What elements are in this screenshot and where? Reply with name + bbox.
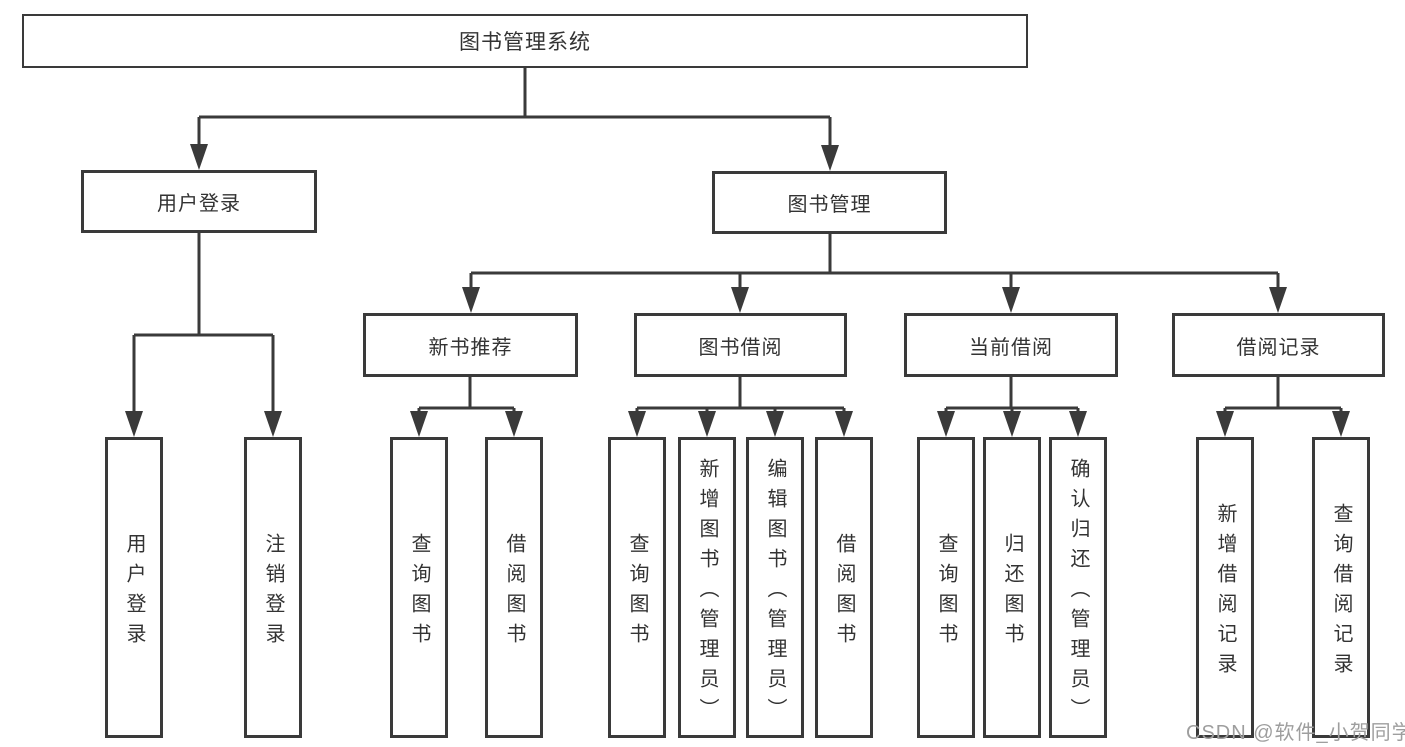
arrowhead [1269, 287, 1287, 313]
connector-borrow-records [1223, 377, 1343, 413]
node-label: 用户登录 [157, 193, 241, 215]
leaf-logout: 注销登录 [244, 437, 302, 738]
arrowhead [766, 411, 784, 437]
leaf-label: 归还图书 [1001, 532, 1023, 653]
leaf-label: 注销登录 [262, 532, 284, 653]
connector-root [197, 68, 832, 146]
arrowhead [264, 411, 282, 437]
leaf-nb-query-books: 查询图书 [390, 437, 448, 738]
node-borrow-records: 借阅记录 [1172, 313, 1385, 377]
arrowhead [628, 411, 646, 437]
arrowhead [937, 411, 955, 437]
arrowhead [1216, 411, 1234, 437]
arrowhead [190, 144, 208, 170]
leaf-label: 借阅图书 [833, 532, 855, 653]
node-label: 当前借阅 [969, 336, 1053, 359]
arrowheads [125, 144, 1350, 437]
connector-current-borrow [944, 377, 1080, 413]
node-label: 图书借阅 [698, 336, 783, 359]
leaf-label: 新增借阅记录 [1214, 502, 1236, 683]
arrowhead [821, 145, 839, 171]
arrowhead [731, 287, 749, 313]
arrowhead [835, 411, 853, 437]
leaf-label: 用户登录 [123, 532, 145, 653]
leaf-label: 确认归还（管理员） [1067, 457, 1089, 728]
node-user-login: 用户登录 [81, 170, 317, 233]
node-label: 新书推荐 [428, 336, 513, 359]
arrowhead [698, 411, 716, 437]
leaf-br-add-record: 新增借阅记录 [1196, 437, 1254, 738]
node-book-mgmt: 图书管理 [712, 171, 947, 234]
node-label: 图书管理系统 [459, 31, 591, 54]
leaf-user-login: 用户登录 [105, 437, 163, 738]
leaf-nb-borrow-books: 借阅图书 [485, 437, 543, 738]
connector-book-mgmt [469, 234, 1280, 289]
connector-book-borrow [635, 377, 846, 413]
leaf-label: 编辑图书（管理员） [764, 457, 786, 728]
leaf-cb-confirm-return-admin: 确认归还（管理员） [1049, 437, 1107, 738]
arrowhead [125, 411, 143, 437]
arrowhead [1332, 411, 1350, 437]
leaf-label: 查询借阅记录 [1330, 502, 1352, 683]
node-library-system: 图书管理系统 [22, 14, 1028, 68]
node-label: 图书管理 [787, 194, 872, 216]
leaf-label: 查询图书 [626, 532, 648, 653]
node-current-borrow: 当前借阅 [904, 313, 1118, 377]
arrowhead [410, 411, 428, 437]
leaf-bb-edit-books-admin: 编辑图书（管理员） [746, 437, 804, 738]
arrowhead [462, 287, 480, 313]
arrowhead [1003, 411, 1021, 437]
leaf-bb-query-books: 查询图书 [608, 437, 666, 738]
leaf-br-query-record: 查询借阅记录 [1312, 437, 1370, 738]
leaf-label: 查询图书 [935, 532, 957, 653]
csdn-watermark: CSDN @软件_小贺同学 [1186, 722, 1405, 744]
leaf-bb-borrow-books: 借阅图书 [815, 437, 873, 738]
arrowhead [1069, 411, 1087, 437]
leaf-cb-return-books: 归还图书 [983, 437, 1041, 738]
arrowhead [1002, 287, 1020, 313]
connector-new-books [417, 377, 516, 413]
leaf-label: 新增图书（管理员） [696, 457, 718, 728]
leaf-label: 查询图书 [408, 532, 430, 653]
tree-connectors [132, 68, 1343, 413]
arrowhead [505, 411, 523, 437]
leaf-label: 借阅图书 [503, 532, 525, 653]
leaf-bb-add-books-admin: 新增图书（管理员） [678, 437, 736, 738]
leaf-cb-query-books: 查询图书 [917, 437, 975, 738]
node-label: 借阅记录 [1236, 336, 1321, 359]
node-book-borrow: 图书借阅 [634, 313, 847, 377]
connector-user-login [132, 233, 275, 413]
node-new-books: 新书推荐 [363, 313, 578, 377]
